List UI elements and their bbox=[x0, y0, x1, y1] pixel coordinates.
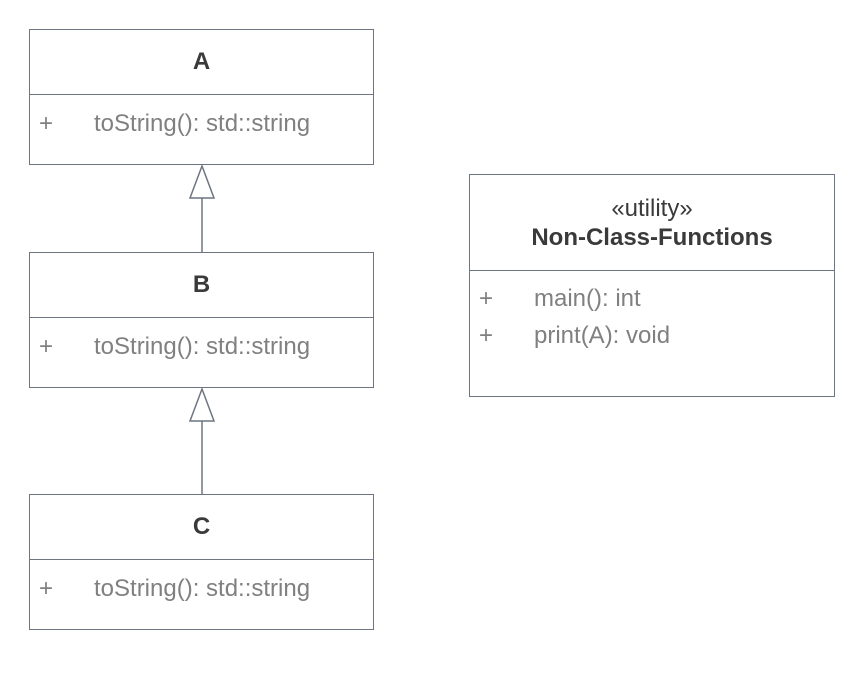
class-a-header: A bbox=[30, 30, 373, 95]
class-c-name: C bbox=[192, 513, 211, 540]
generalization-arrowhead-b bbox=[188, 386, 216, 422]
class-a-members: + toString(): std::string bbox=[30, 95, 373, 142]
visibility-marker: + bbox=[39, 109, 54, 137]
utility-name: Non-Class-Functions bbox=[531, 223, 773, 251]
utility-non-class-functions[interactable]: «utility» Non-Class-Functions + main(): … bbox=[469, 174, 835, 397]
visibility-marker: + bbox=[479, 284, 494, 312]
method-signature: toString(): std::string bbox=[94, 332, 311, 360]
utility-member: + print(A): void bbox=[470, 317, 834, 354]
utility-members: + main(): int + print(A): void bbox=[470, 271, 834, 354]
class-b-members: + toString(): std::string bbox=[30, 318, 373, 365]
class-a-name: A bbox=[192, 48, 211, 75]
class-c-header: C bbox=[30, 495, 373, 560]
class-b-header: B bbox=[30, 253, 373, 318]
visibility-marker: + bbox=[39, 332, 54, 360]
class-c-members: + toString(): std::string bbox=[30, 560, 373, 607]
utility-member: + main(): int bbox=[470, 280, 834, 317]
function-signature: main(): int bbox=[534, 284, 641, 312]
method-signature: toString(): std::string bbox=[94, 574, 311, 602]
method-signature: toString(): std::string bbox=[94, 109, 311, 137]
class-b[interactable]: B + toString(): std::string bbox=[29, 252, 374, 388]
stereotype-label: «utility» bbox=[611, 194, 693, 222]
class-c-member: + toString(): std::string bbox=[30, 570, 373, 607]
class-a[interactable]: A + toString(): std::string bbox=[29, 29, 374, 165]
class-b-name: B bbox=[192, 271, 211, 298]
class-a-member: + toString(): std::string bbox=[30, 105, 373, 142]
generalization-arrowhead-a bbox=[188, 163, 216, 199]
generalization-c-to-b bbox=[188, 386, 216, 494]
class-b-member: + toString(): std::string bbox=[30, 328, 373, 365]
visibility-marker: + bbox=[479, 321, 494, 349]
class-c[interactable]: C + toString(): std::string bbox=[29, 494, 374, 630]
generalization-b-to-a bbox=[188, 163, 216, 252]
function-signature: print(A): void bbox=[534, 321, 671, 349]
utility-header: «utility» Non-Class-Functions bbox=[470, 175, 834, 271]
visibility-marker: + bbox=[39, 574, 54, 602]
